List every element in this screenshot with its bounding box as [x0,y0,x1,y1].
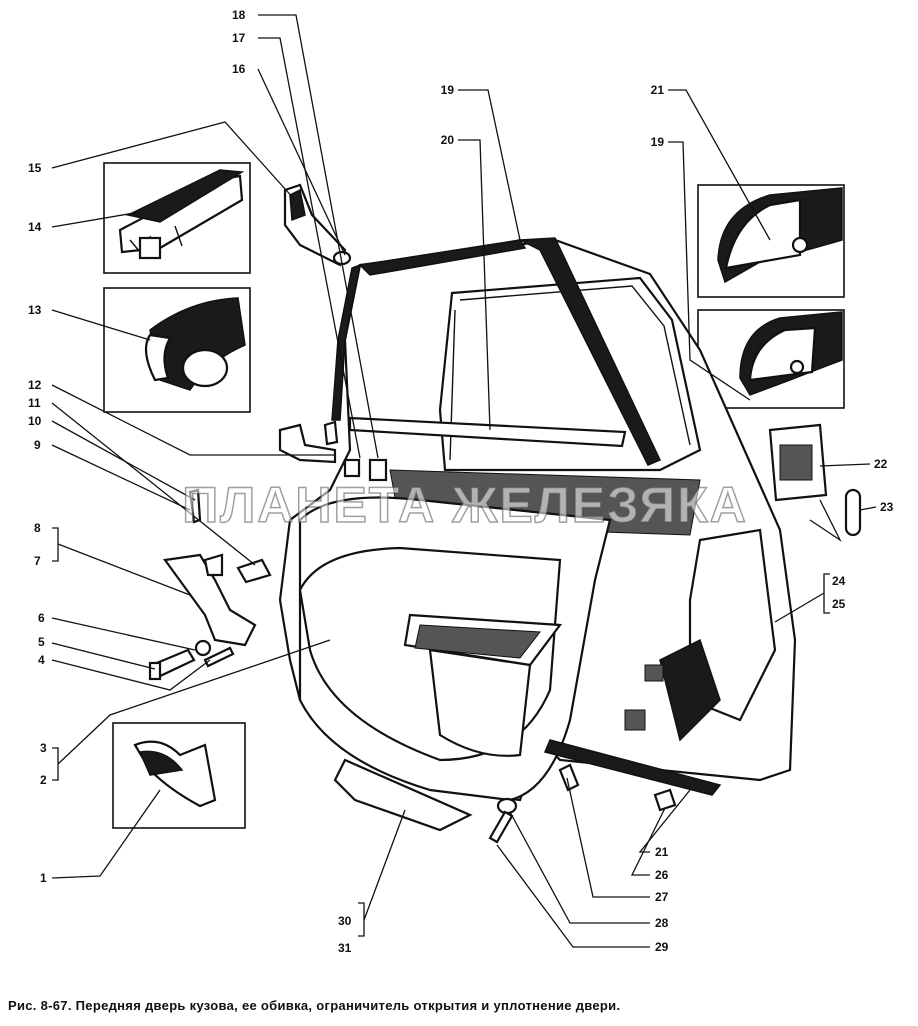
clip-10 [236,558,272,584]
callout-5: 5 [38,635,45,649]
callout-7: 7 [34,554,41,568]
callout-19-top: 19 [441,83,455,97]
inset-lower-right [697,309,845,409]
callout-15: 15 [28,161,42,175]
callout-22: 22 [874,457,888,471]
screw-27 [558,763,580,792]
inset-tube-seal [103,287,251,413]
callout-18: 18 [232,8,246,22]
callout-24: 24 [832,574,846,588]
callout-25: 25 [832,597,846,611]
callout-26: 26 [655,868,669,882]
bolt-5 [148,648,196,681]
callout-21-top: 21 [651,83,665,97]
callout-28: 28 [655,916,669,930]
screw-4 [203,646,235,668]
clip-17 [343,458,361,478]
callout-19-right: 19 [651,135,665,149]
striker-plate [768,423,828,502]
callout-30: 30 [338,914,352,928]
limiter-arm [163,553,257,647]
callout-31: 31 [338,941,352,955]
door-assembly [278,237,797,802]
callout-3: 3 [40,741,47,755]
clip-18 [368,458,388,482]
inset-rail-seal [103,162,251,274]
inset-upper-right [697,184,845,298]
inset-handle [112,722,246,829]
callout-1: 1 [40,871,47,885]
callout-12: 12 [28,378,42,392]
callout-9: 9 [34,438,41,452]
leader-lines [51,14,877,948]
callout-8: 8 [34,521,41,535]
clip-26 [653,788,677,812]
callout-29: 29 [655,940,669,954]
callout-20: 20 [441,133,455,147]
callout-17: 17 [232,31,246,45]
washer-28 [496,797,518,815]
callout-numbers: 1 2 3 4 5 6 7 8 9 10 11 12 13 14 15 16 1… [28,8,894,955]
screw-29 [488,810,514,844]
callout-10: 10 [28,414,42,428]
callout-14: 14 [28,220,42,234]
washer-6 [194,639,212,657]
callout-2: 2 [40,773,47,787]
callout-4: 4 [38,653,45,667]
bumper-23 [844,488,862,537]
callout-21-bottom: 21 [655,845,669,859]
callout-27: 27 [655,890,669,904]
callout-16: 16 [232,62,246,76]
figure-caption: Рис. 8-67. Передняя дверь кузова, ее оби… [8,998,621,1013]
exploded-door-diagram: 1 2 3 4 5 6 7 8 9 10 11 12 13 14 15 16 1… [28,8,894,955]
trim-strip [333,758,473,832]
callout-23: 23 [880,500,894,514]
callout-11: 11 [28,396,41,410]
callout-13: 13 [28,303,42,317]
callout-6: 6 [38,611,45,625]
hinge-link [278,420,339,464]
